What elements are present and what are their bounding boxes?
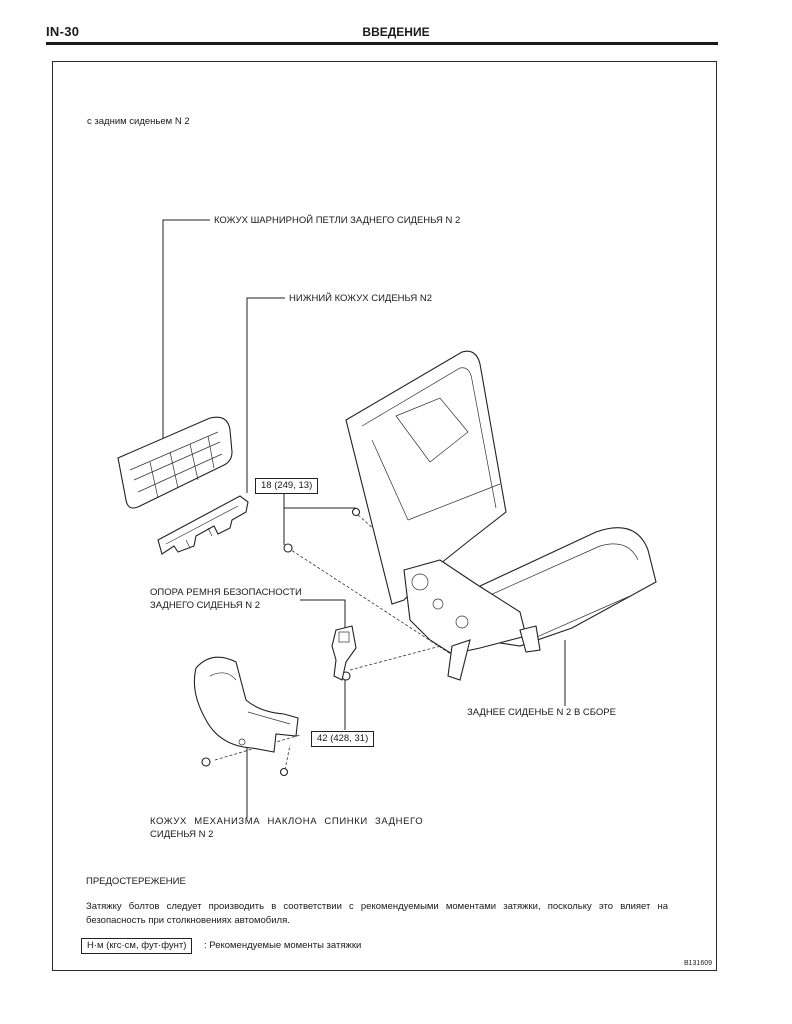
torque-unit-description: : Рекомендуемые моменты затяжки — [204, 940, 362, 951]
leader-hinge-cover — [162, 219, 210, 438]
section-title: ВВЕДЕНИЕ — [362, 25, 430, 39]
document-code: B131609 — [683, 960, 712, 967]
header-rule — [46, 42, 718, 45]
recliner-cover-part — [193, 656, 299, 753]
lower-cover-part — [157, 495, 249, 555]
torque-box-lower: 42 (428, 31) — [311, 731, 375, 747]
caution-text: Затяжку болтов следует производить в соо… — [86, 901, 668, 926]
leader-lower-cover — [246, 297, 285, 493]
torque-box-upper: 18 (249, 13) — [255, 478, 319, 494]
label-belt-anchor-line1: ОПОРА РЕМНЯ БЕЗОПАСНОСТИ — [150, 587, 302, 598]
caution-title: ПРЕДОСТЕРЕЖЕНИЕ — [86, 876, 186, 887]
label-recliner-cover-line1: КОЖУХ МЕХАНИЗМА НАКЛОНА СПИНКИ ЗАДНЕГО — [150, 816, 424, 827]
label-hinge-cover: КОЖУХ ШАРНИРНОЙ ПЕТЛИ ЗАДНЕГО СИДЕНЬЯ N … — [214, 215, 461, 226]
variant-note: с задним сиденьем N 2 — [87, 116, 190, 127]
label-recliner-cover-line2: СИДЕНЬЯ N 2 — [150, 829, 214, 840]
hinge-cover-part — [117, 416, 233, 509]
torque-unit-box: Н·м (кгс·см, фут·фунт) — [81, 938, 193, 954]
page-number: IN-30 — [46, 24, 80, 39]
seat-belt-anchor-part — [331, 625, 357, 681]
diagram-frame — [52, 61, 717, 971]
bolt-icons — [201, 507, 361, 777]
label-belt-anchor-line2: ЗАДНЕГО СИДЕНЬЯ N 2 — [150, 600, 261, 611]
label-lower-cover: НИЖНИЙ КОЖУХ СИДЕНЬЯ N2 — [289, 293, 432, 304]
label-seat-assembly: ЗАДНЕЕ СИДЕНЬЕ N 2 В СБОРЕ — [467, 707, 616, 718]
rear-seat-assembly-part — [345, 350, 657, 681]
leader-torque-upper-a — [283, 492, 356, 509]
